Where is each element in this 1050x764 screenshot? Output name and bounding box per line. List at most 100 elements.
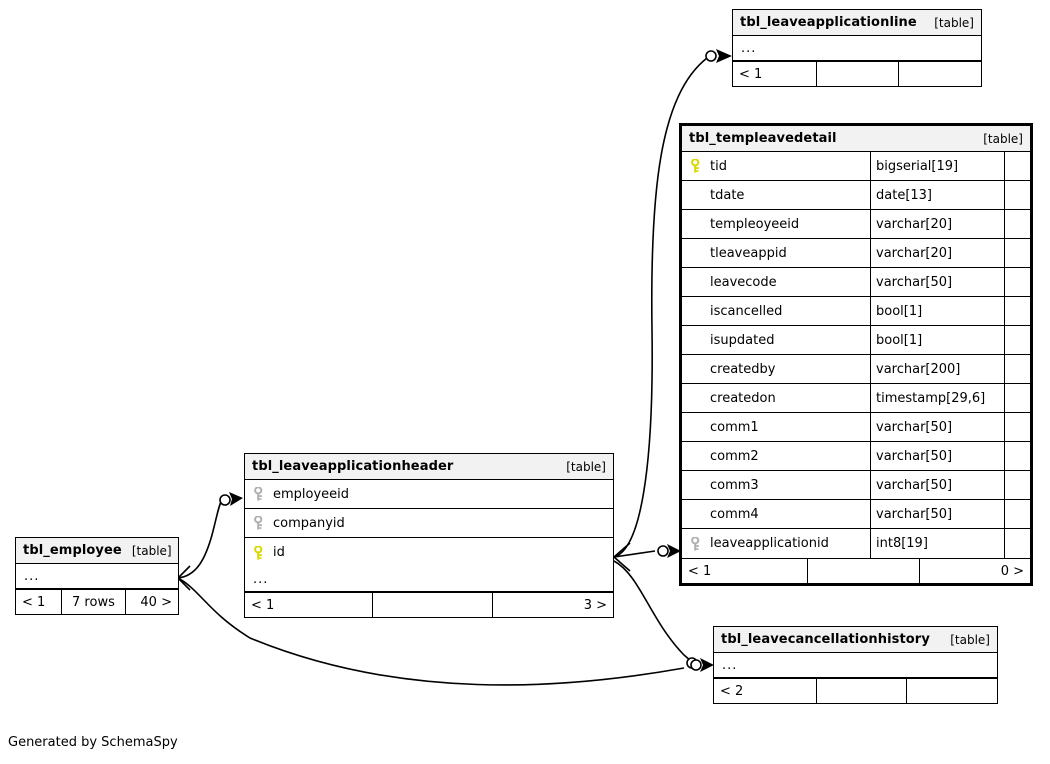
footer-parents-count: < 1 <box>251 597 275 613</box>
table-tbl_leaveapplicationheader[interactable]: tbl_leaveapplicationheader [table] emplo… <box>244 453 614 618</box>
column-name: comm1 <box>710 419 759 435</box>
edge-header-to-templeavedetail <box>613 550 656 558</box>
column-type-cell: int8[19] <box>870 529 1004 558</box>
column-row[interactable]: createdby varchar[200] <box>682 355 1030 384</box>
column-name-cell: createdon <box>682 384 870 412</box>
column-row[interactable]: id <box>245 538 613 567</box>
column-type: varchar[50] <box>876 419 953 435</box>
collapsed-columns-ellipsis[interactable]: ... <box>245 567 613 592</box>
column-name-cell: id <box>245 538 613 567</box>
table-tbl_leavecancellationhistory[interactable]: tbl_leavecancellationhistory [table] ...… <box>713 626 998 704</box>
column-row[interactable]: leavecode varchar[50] <box>682 268 1030 297</box>
column-type-cell: timestamp[29,6] <box>870 384 1004 412</box>
column-type-cell: date[13] <box>870 181 1004 209</box>
column-type-cell: varchar[50] <box>870 471 1004 499</box>
column-row[interactable]: comm1 varchar[50] <box>682 413 1030 442</box>
column-name-cell: tleaveappid <box>682 239 870 267</box>
column-type-cell: varchar[50] <box>870 413 1004 441</box>
column-extra-cell <box>1004 384 1030 412</box>
crowfoot-header-lower <box>613 556 631 572</box>
table-header: tbl_leavecancellationhistory [table] <box>714 627 997 653</box>
table-footer: < 1 0 > <box>682 558 1030 583</box>
column-name: createdon <box>710 390 776 406</box>
table-tbl_leaveapplicationline[interactable]: tbl_leaveapplicationline [table] ... < 1 <box>732 9 982 87</box>
column-row[interactable]: employeeid <box>245 480 613 509</box>
column-name: templeoyeeid <box>710 216 800 232</box>
column-row[interactable]: createdon timestamp[29,6] <box>682 384 1030 413</box>
column-name: tleaveappid <box>710 245 787 261</box>
primary-key-icon <box>690 158 703 173</box>
footer-rows-count <box>807 559 918 583</box>
column-row[interactable]: companyid <box>245 509 613 538</box>
column-type-cell: varchar[50] <box>870 442 1004 470</box>
column-type: varchar[50] <box>876 477 953 493</box>
column-name: comm4 <box>710 506 759 522</box>
column-extra-cell <box>1004 181 1030 209</box>
cardinality-circle-cancel-a <box>686 657 698 669</box>
arrowhead-cancel <box>700 658 714 672</box>
column-name-cell: companyid <box>245 509 613 537</box>
column-name-cell: comm1 <box>682 413 870 441</box>
column-name-cell: createdby <box>682 355 870 383</box>
column-extra-cell <box>1004 529 1030 558</box>
column-name-cell: comm2 <box>682 442 870 470</box>
column-row[interactable]: iscancelled bool[1] <box>682 297 1030 326</box>
column-extra-cell <box>1004 297 1030 325</box>
column-row[interactable]: comm3 varchar[50] <box>682 471 1030 500</box>
footer-parents-count: < 1 <box>22 594 46 610</box>
column-row[interactable]: comm4 varchar[50] <box>682 500 1030 529</box>
column-row[interactable]: tdate date[13] <box>682 181 1030 210</box>
column-row[interactable]: comm2 varchar[50] <box>682 442 1030 471</box>
column-type-cell: bool[1] <box>870 297 1004 325</box>
column-name-cell: tdate <box>682 181 870 209</box>
arrowhead-header <box>229 492 243 506</box>
column-extra-cell <box>1004 210 1030 238</box>
column-extra-cell <box>1004 442 1030 470</box>
column-name: id <box>273 545 285 560</box>
table-tbl_employee[interactable]: tbl_employee [table] ... < 1 7 rows 40 > <box>15 537 179 615</box>
footer-parents-count: < 1 <box>739 66 763 82</box>
column-name-cell: employeeid <box>245 480 613 508</box>
table-header: tbl_leaveapplicationheader [table] <box>245 454 613 480</box>
collapsed-columns-ellipsis[interactable]: ... <box>16 564 178 589</box>
column-type: date[13] <box>876 187 932 203</box>
column-type-cell: varchar[50] <box>870 268 1004 296</box>
column-name-cell: iscancelled <box>682 297 870 325</box>
column-name-cell: leavecode <box>682 268 870 296</box>
primary-key-icon <box>253 544 266 560</box>
column-type: varchar[50] <box>876 506 953 522</box>
column-type: bool[1] <box>876 303 923 319</box>
cardinality-circle-line <box>705 50 717 62</box>
column-type-cell: varchar[50] <box>870 500 1004 528</box>
column-name-cell: tid <box>682 152 870 180</box>
table-header: tbl_templeavedetail [table] <box>682 126 1030 152</box>
collapsed-columns-ellipsis[interactable]: ... <box>714 653 997 678</box>
column-type: varchar[50] <box>876 448 953 464</box>
column-extra-cell <box>1004 471 1030 499</box>
collapsed-columns-ellipsis[interactable]: ... <box>733 36 981 61</box>
column-extra-cell <box>1004 413 1030 441</box>
footer-children-count: 3 > <box>491 593 613 617</box>
cardinality-circle-cancel-b <box>690 659 702 671</box>
table-footer: < 1 <box>733 61 981 86</box>
arrowhead-line <box>716 49 732 63</box>
table-type-tag: [table] <box>566 459 606 474</box>
table-title: tbl_leaveapplicationline <box>740 15 917 30</box>
column-extra-cell <box>1004 355 1030 383</box>
table-title: tbl_employee <box>23 543 122 558</box>
footer-children-count <box>906 679 997 703</box>
column-type-cell: varchar[200] <box>870 355 1004 383</box>
column-name-cell: comm3 <box>682 471 870 499</box>
column-extra-cell <box>1004 500 1030 528</box>
foreign-key-icon <box>690 535 703 551</box>
column-type: varchar[200] <box>876 361 961 377</box>
column-name: leavecode <box>710 274 777 290</box>
schemaspy-credit: Generated by SchemaSpy <box>8 735 178 750</box>
